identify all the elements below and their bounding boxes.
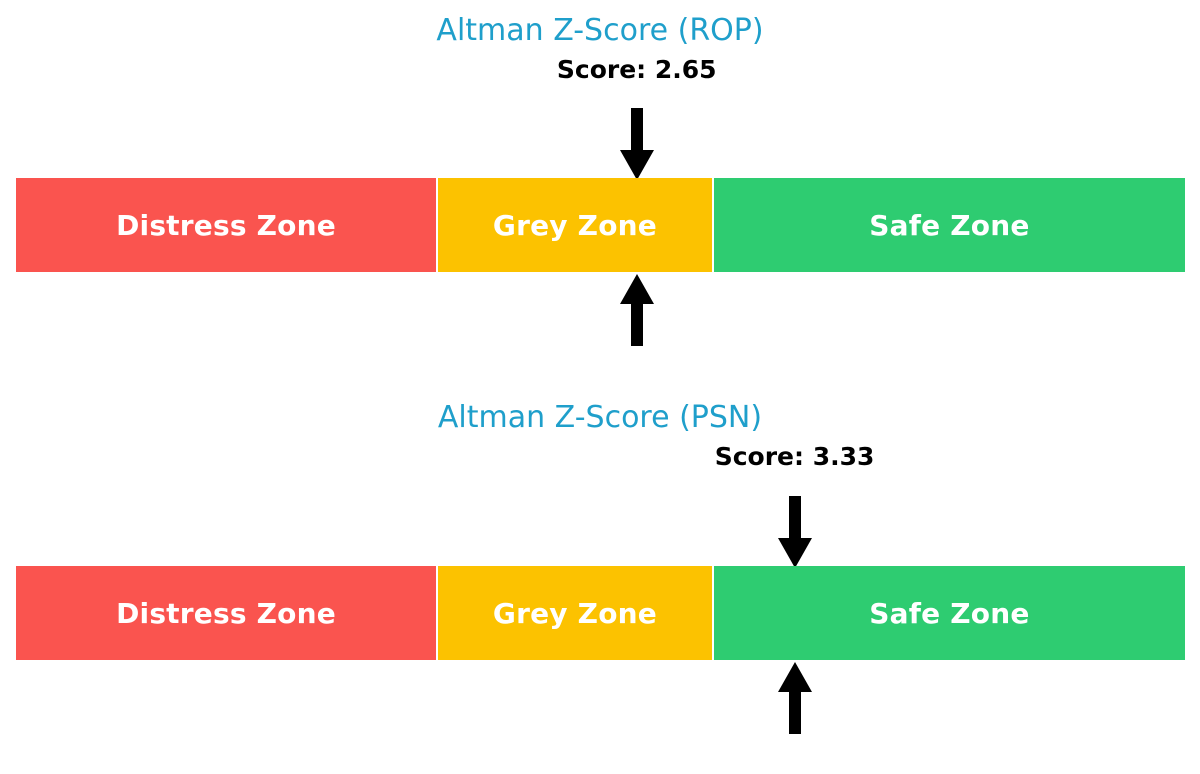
zone-label-safe-psn: Safe Zone (869, 596, 1030, 630)
zone-label-distress-psn: Distress Zone (116, 596, 336, 630)
chart-title-rop: Altman Z-Score (ROP) (436, 13, 764, 48)
zone-grey-psn: Grey Zone (438, 566, 714, 660)
zone-bar-rop: Distress Zone Grey Zone Safe Zone (16, 178, 1185, 272)
score-marker-arrow-down-psn (777, 496, 813, 568)
zone-distress-psn: Distress Zone (16, 566, 438, 660)
altman-zscore-gauge-rop: Altman Z-Score (ROP) Score: 2.65 Distres… (16, 13, 1185, 346)
score-marker-arrow-up-psn (777, 662, 813, 734)
altman-zscore-gauge-psn: Altman Z-Score (PSN) Score: 3.33 Distres… (0, 387, 1200, 774)
zone-bar-psn: Distress Zone Grey Zone Safe Zone (16, 566, 1185, 660)
zone-safe-psn: Safe Zone (713, 566, 1185, 660)
zone-grey-rop: Grey Zone (438, 178, 714, 272)
score-marker-arrow-down-rop (619, 108, 655, 180)
score-label-psn: Score: 3.33 (714, 442, 875, 471)
score-marker-arrow-up-rop (619, 274, 655, 346)
zone-label-safe-rop: Safe Zone (869, 208, 1030, 242)
zone-safe-rop: Safe Zone (713, 178, 1185, 272)
zone-label-grey-rop: Grey Zone (492, 208, 657, 242)
chart-title-psn: Altman Z-Score (PSN) (437, 400, 763, 435)
zone-label-distress-rop: Distress Zone (116, 208, 336, 242)
score-label-rop: Score: 2.65 (556, 55, 717, 84)
zone-label-grey-psn: Grey Zone (492, 596, 657, 630)
zone-distress-rop: Distress Zone (16, 178, 438, 272)
